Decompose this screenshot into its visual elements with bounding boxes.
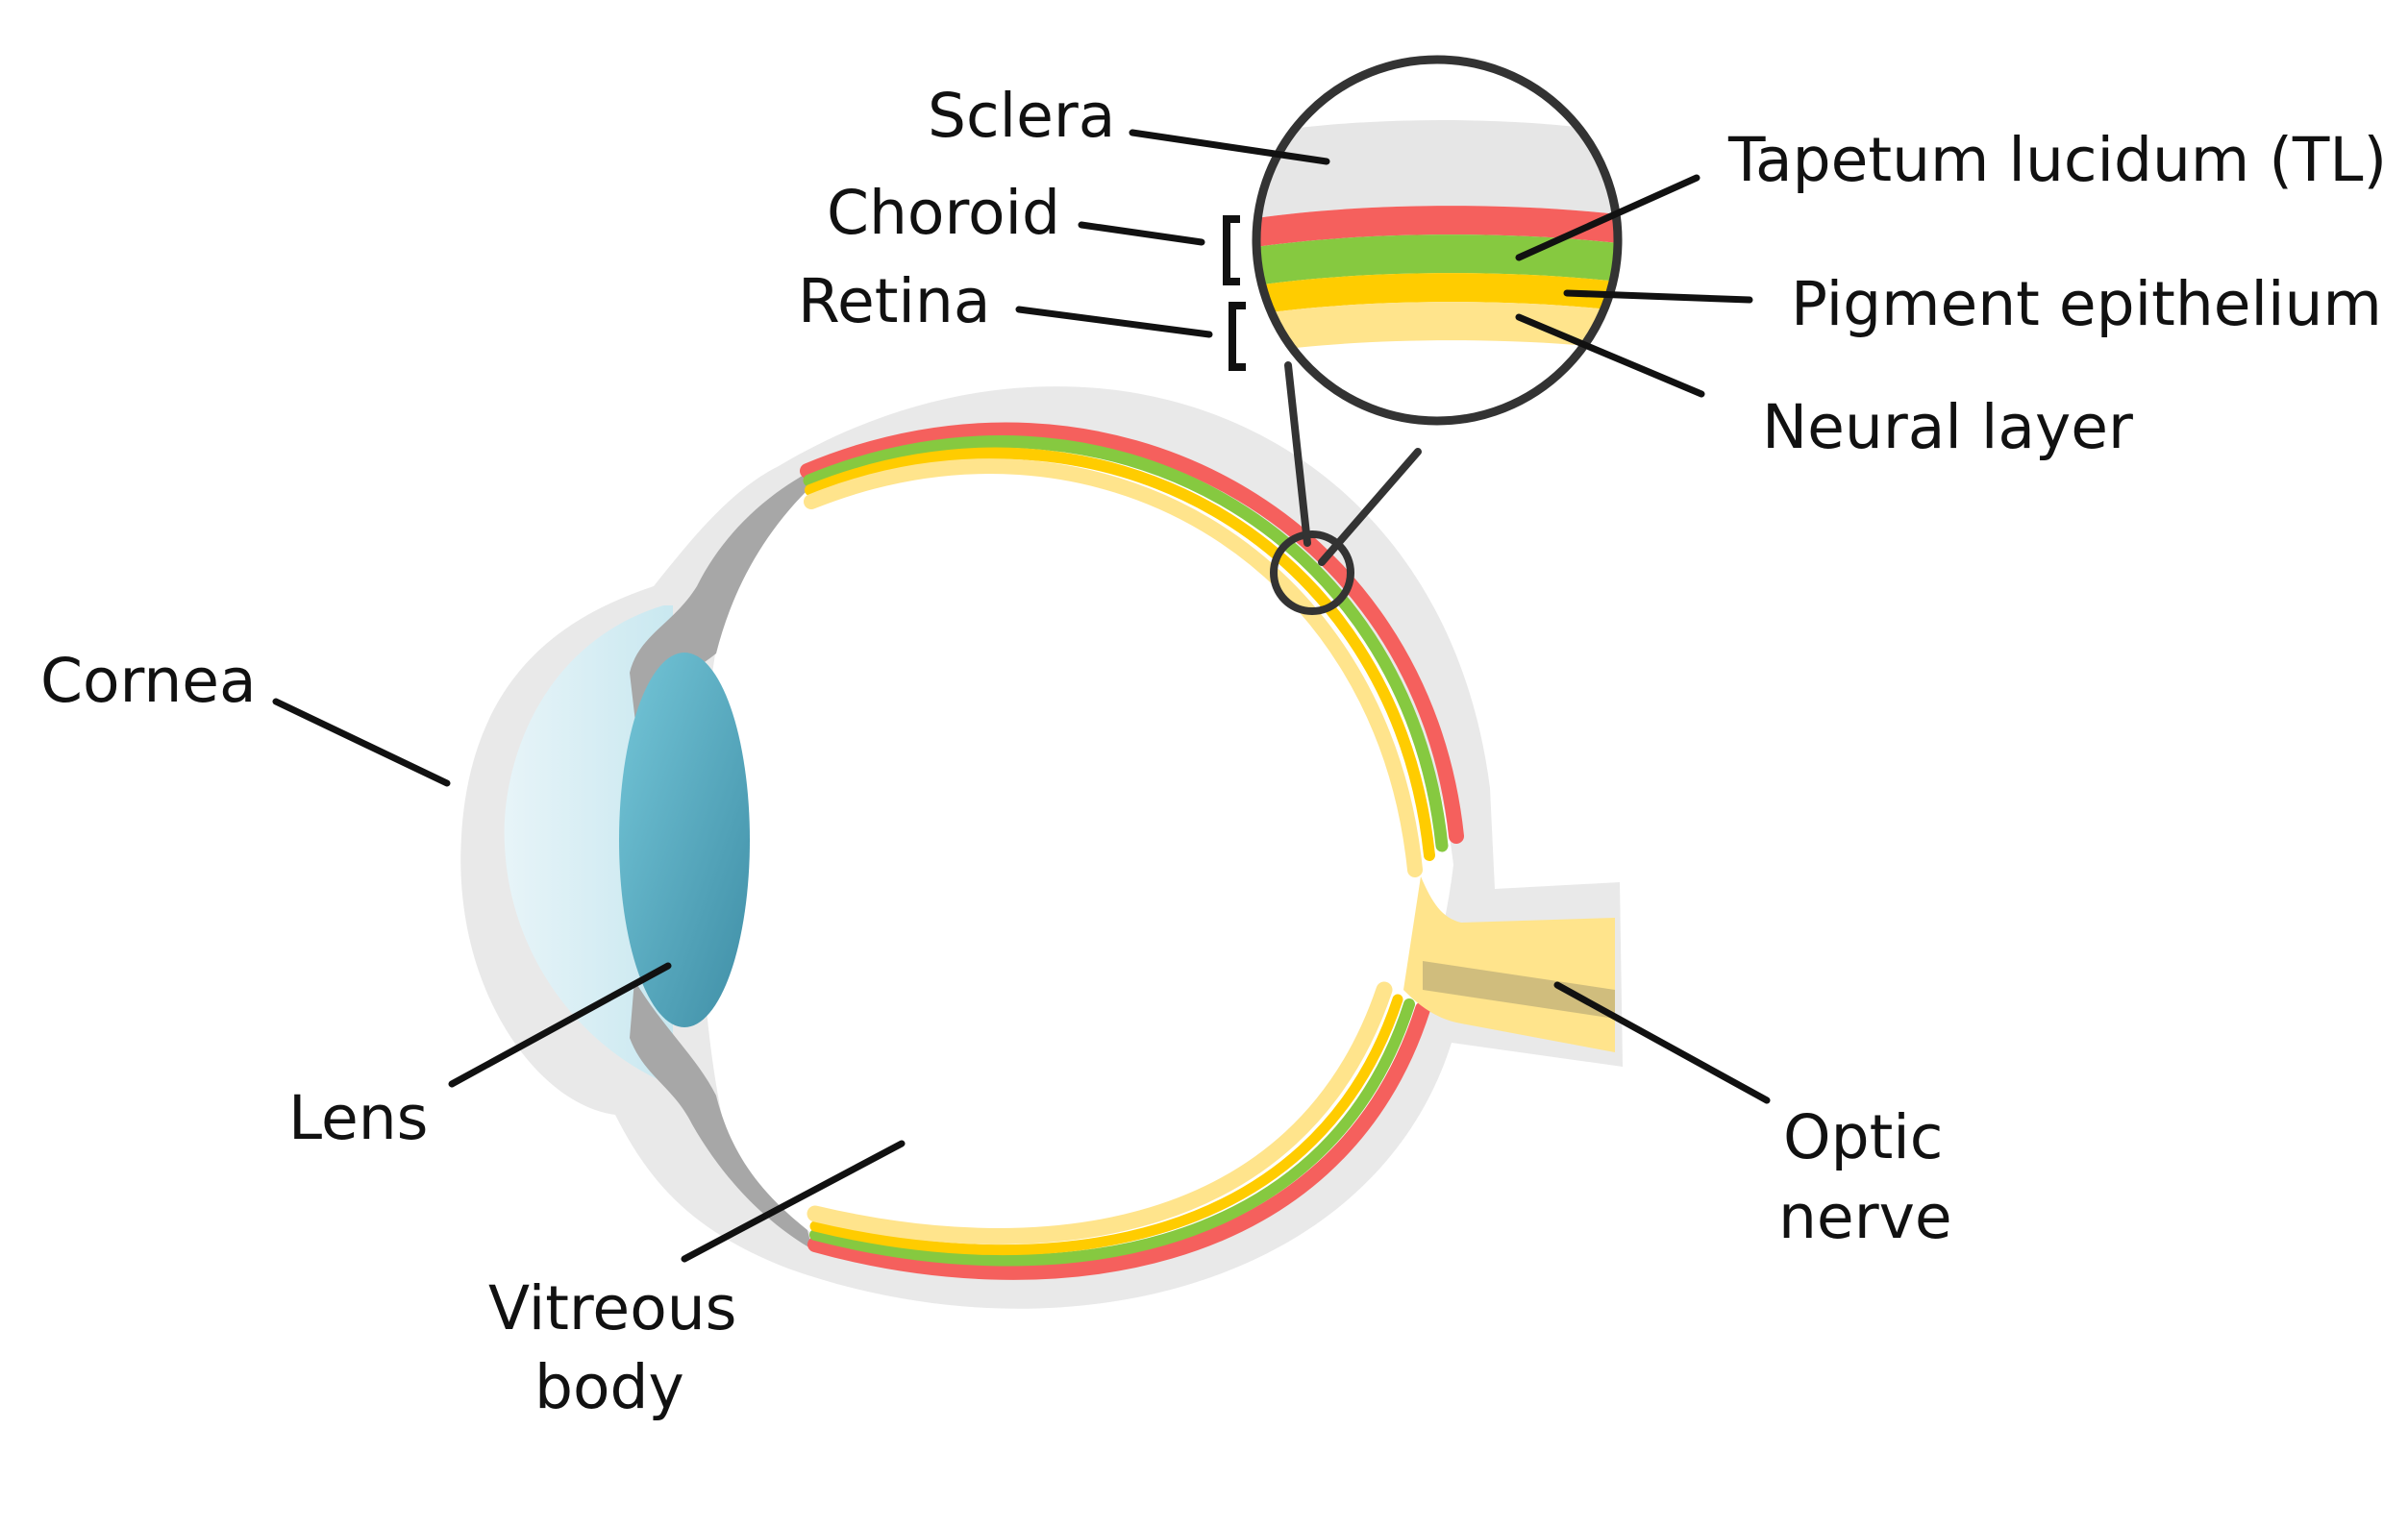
magnified-retina-view: [1252, 55, 1623, 615]
optic-label-line1: Optic: [1783, 1102, 1943, 1172]
cornea-leader: [272, 698, 451, 787]
optic-label-line2: nerve: [1778, 1182, 1952, 1252]
tapetum-leader: [1515, 174, 1700, 261]
tapetum-band: [803, 435, 1449, 852]
magnifier-connector-right: [1318, 448, 1422, 566]
choroid-leader: [1078, 221, 1205, 246]
vitreous-label-line2: body: [534, 1352, 684, 1422]
neural-leader: [1515, 313, 1705, 398]
choroid-label: Choroid: [827, 178, 1060, 248]
neural-band-lower: [807, 981, 1393, 1245]
retina-label: Retina: [798, 266, 990, 336]
magnifier-target-ring: [1270, 530, 1354, 615]
neural-band: [804, 458, 1423, 877]
vitreous-leader: [681, 1140, 906, 1263]
sclera-label: Sclera: [928, 81, 1115, 151]
lens-leader: [448, 962, 672, 1088]
lens-label: Lens: [288, 1083, 429, 1153]
vitreous-body-shape: [700, 444, 1453, 1279]
choroid-band-lower: [807, 1001, 1430, 1280]
lens-shape: [619, 653, 750, 1027]
pigment-band: [805, 447, 1435, 861]
pigment-leader: [1563, 289, 1753, 304]
iris-lower: [630, 980, 812, 1249]
vitreous-label-line1: Vitreous: [488, 1273, 737, 1343]
choroid-band: [800, 422, 1464, 844]
pigment-label: Pigment epithelium: [1791, 269, 2382, 339]
neural-label: Neural layer: [1762, 392, 2133, 462]
cornea: [504, 605, 673, 1086]
labels: Sclera Choroid Retina Tapetum lucidum (T…: [40, 81, 2387, 1422]
sclera-leader: [1129, 129, 1330, 165]
retina-bracket: [1229, 302, 1246, 371]
eyeball: [460, 386, 1624, 1309]
magnifier-ring: [1252, 55, 1623, 426]
magnifier-connector-left: [1284, 361, 1311, 547]
pigment-band-lower: [809, 994, 1403, 1256]
leader-lines: [272, 129, 1771, 1263]
cornea-label: Cornea: [40, 646, 257, 716]
optic-nerve-core: [1423, 961, 1615, 1019]
optic-nerve-leader: [1553, 981, 1771, 1104]
choroid-bracket: [1223, 215, 1240, 285]
tapetum-label: Tapetum lucidum (TL): [1727, 125, 2387, 195]
tapetum-band-lower: [809, 998, 1415, 1267]
retina-leader: [1015, 306, 1213, 338]
